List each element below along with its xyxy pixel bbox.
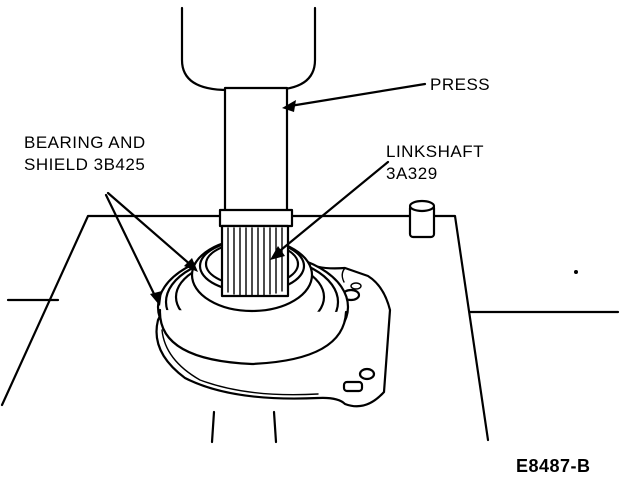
figure-id-label: E8487-B [516, 456, 591, 476]
locating-pin [408, 199, 436, 239]
bearing-shield-label-line1: BEARING AND [24, 133, 146, 152]
bearing-shield-label-line2: SHIELD 3B425 [24, 155, 146, 174]
press-shaft [218, 86, 294, 228]
linkshaft-splines [220, 224, 290, 298]
linkshaft-label-line1: LINKSHAFT [386, 142, 485, 161]
press-ram [180, 6, 317, 92]
press-label: PRESS [430, 75, 491, 94]
bearing-shield-leaders [104, 191, 198, 306]
press-leader [282, 82, 427, 112]
linkshaft-leader [270, 160, 390, 260]
lower-shaft-stubs [210, 410, 278, 444]
linkshaft-label-line2: 3A329 [386, 164, 438, 183]
